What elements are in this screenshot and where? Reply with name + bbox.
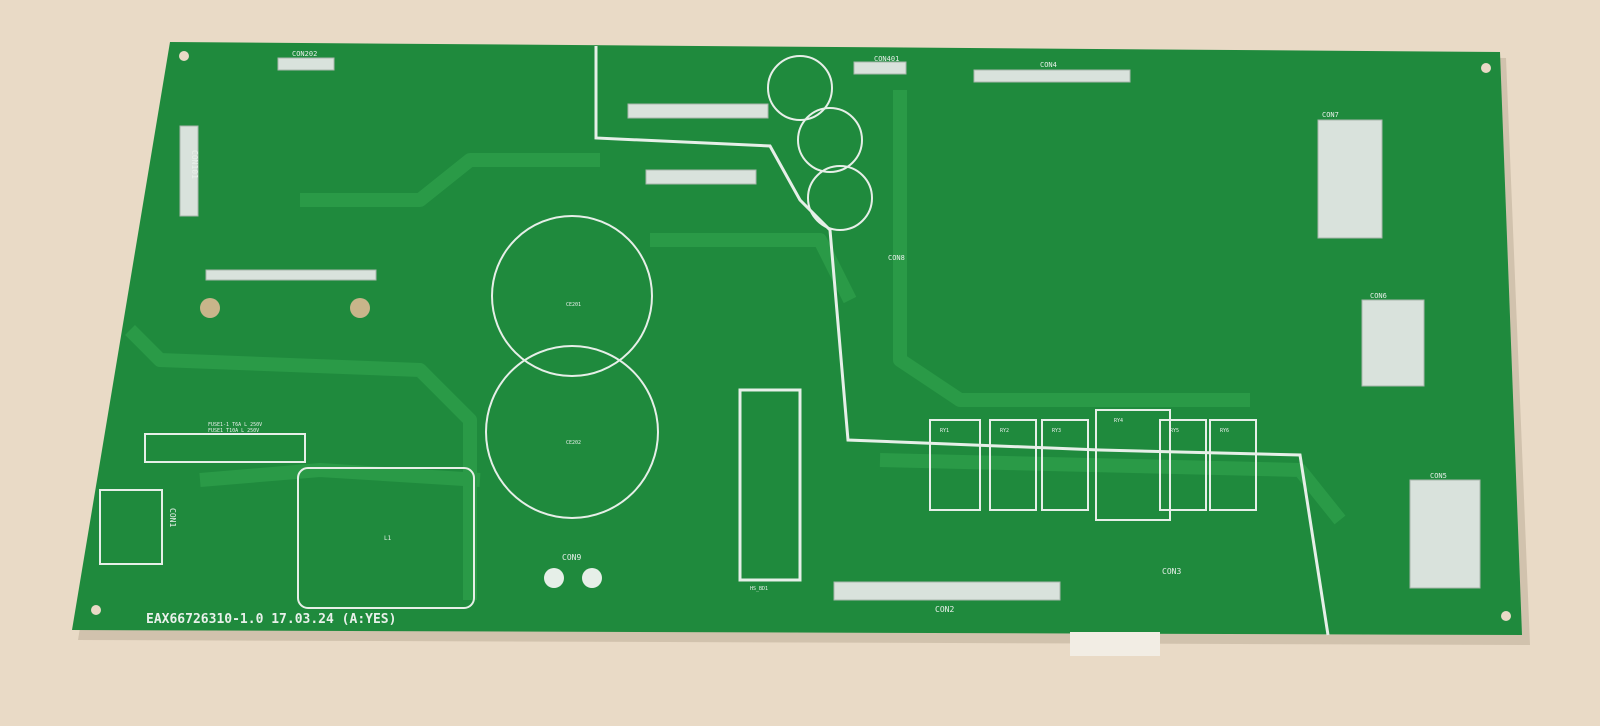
con4-label: CON4 (1040, 61, 1057, 69)
con202-label: CON202 (292, 50, 317, 58)
con3-label: CON3 (1162, 567, 1181, 576)
con9-label: CON9 (562, 553, 581, 562)
ce202-label: CE202 (566, 440, 581, 446)
con5-label: CON5 (1430, 472, 1447, 480)
con401-label: CON401 (874, 55, 899, 63)
relay-label: RY2 (1000, 428, 1009, 434)
relay-label: RY5 (1170, 428, 1179, 434)
ce201-label: CE201 (566, 302, 581, 308)
heatsink-label: HS_BD1 (750, 586, 768, 592)
inductor-l1 (297, 467, 475, 609)
con2-label: CON2 (935, 605, 954, 614)
con101-label: CON101 (190, 150, 199, 179)
con7-label: CON7 (1322, 111, 1339, 119)
con1-label: CON1 (168, 508, 177, 527)
inductor-label: L1 (384, 535, 392, 542)
relay-label: RY4 (1114, 418, 1123, 424)
part-number-label: EAX66726310-1.0 17.03.24 (A:YES) (146, 612, 396, 627)
relay-label: RY3 (1052, 428, 1061, 434)
relay-label: RY6 (1220, 428, 1229, 434)
con8-label: CON8 (888, 254, 905, 262)
capacitor-ce202 (485, 345, 659, 519)
fuse-label-1: FUSE1-1 T6A L 250V (208, 422, 262, 428)
fuse-label-2: FUSE1 T10A L 250V (208, 428, 259, 434)
con6-label: CON6 (1370, 292, 1387, 300)
capacitor-ce201 (491, 215, 653, 377)
relay-label: RY1 (940, 428, 949, 434)
